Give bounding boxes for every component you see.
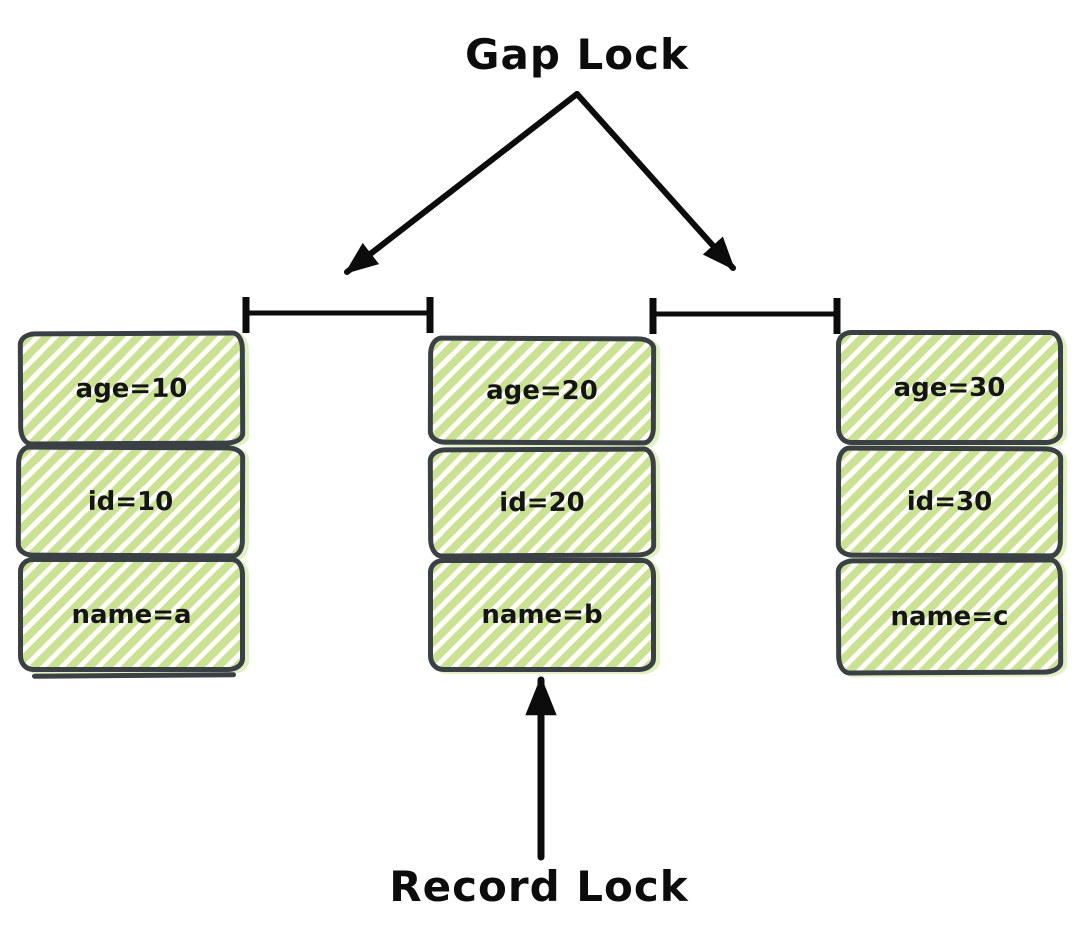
record-cell-id-20: id=20 <box>427 446 657 559</box>
record-cell-name-c: name=c <box>835 557 1064 676</box>
gap-segment-right <box>649 298 841 334</box>
sketch-underline <box>31 672 237 679</box>
record-cell-id-10: id=10 <box>15 444 246 559</box>
record-cell-name-b: name=b <box>428 558 656 672</box>
record-cell-label: age=20 <box>486 375 598 406</box>
record-cell-label: age=10 <box>75 373 188 404</box>
record-cell-age-10: age=10 <box>17 330 246 447</box>
record-cell-age-20: age=20 <box>427 335 657 446</box>
record-cell-label: name=a <box>71 599 192 630</box>
record-lock-title: Record Lock <box>389 862 689 911</box>
gap-lock-arrow-left <box>344 91 580 275</box>
record-cell-label: name=b <box>481 600 603 630</box>
record-cell-label: age=30 <box>893 372 1006 403</box>
record-cell-age-30: age=30 <box>836 330 1063 445</box>
record-cell-label: id=10 <box>87 486 174 517</box>
record-cell-name-a: name=a <box>18 557 245 672</box>
record-cell-label: name=c <box>890 601 1009 632</box>
gap-lock-arrow-right <box>574 91 736 271</box>
record-cell-label: id=30 <box>906 486 993 518</box>
record-cell-label: id=20 <box>499 487 585 518</box>
gap-lock-title: Gap Lock <box>465 30 689 79</box>
record-cell-id-30: id=30 <box>835 445 1064 559</box>
gap-segment-left <box>242 297 434 333</box>
